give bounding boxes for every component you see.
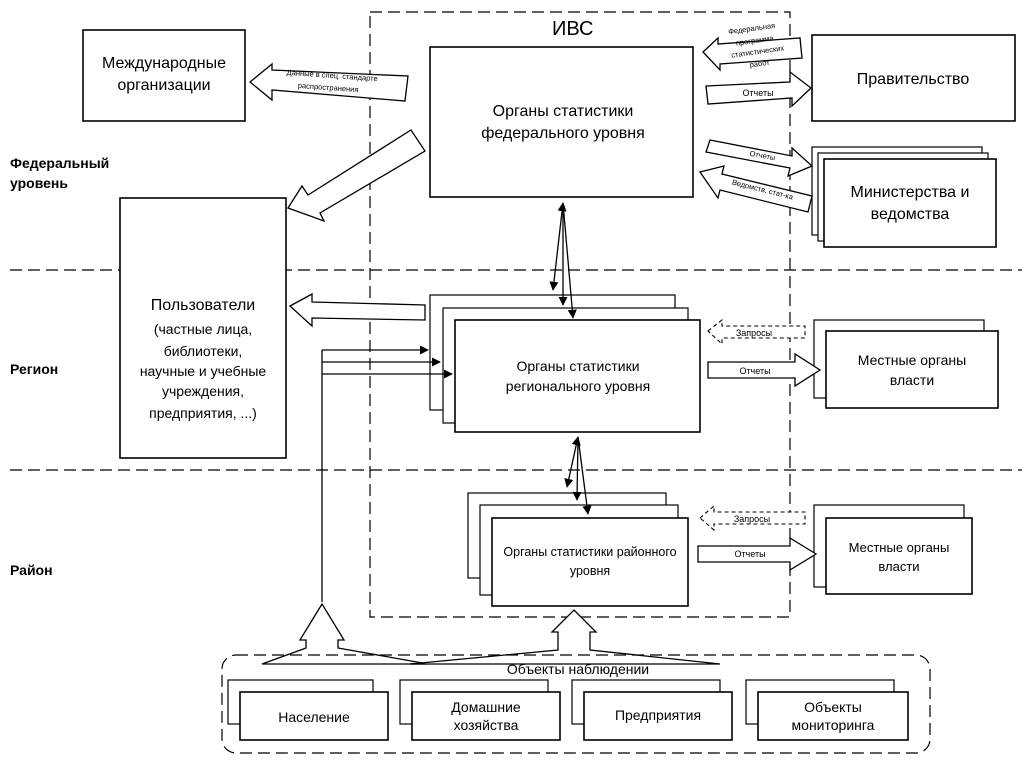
users-label-1: Пользователи xyxy=(151,297,255,314)
local-gov-region-label-2: власти xyxy=(890,372,934,388)
district-stat-label-1: Органы статистики районного xyxy=(503,545,676,559)
regional-district-exchange-arrows xyxy=(564,436,592,515)
international-label-1: Международные xyxy=(102,55,226,72)
monitoring-label-2: мониторинга xyxy=(792,717,875,733)
ministries-reports-arrow: Отчеты xyxy=(705,139,814,178)
intl-data-label-2: распространения xyxy=(298,81,359,94)
population-box: Население xyxy=(227,679,389,741)
regional-stat-label-1: Органы статистики xyxy=(516,358,639,374)
region-reports-arrow: Отчеты xyxy=(707,352,822,388)
users-label-2: (частные лица, xyxy=(154,321,252,337)
regional-stat-label-2: регионального уровня xyxy=(506,378,650,394)
households-box: Домашние хозяйства xyxy=(399,679,561,741)
households-label-1: Домашние xyxy=(451,699,521,715)
level-district: Район xyxy=(10,562,53,578)
observation-to-users-arrow xyxy=(261,602,429,665)
region-requests-arrow: Запросы xyxy=(707,318,806,346)
population-label: Население xyxy=(278,709,350,725)
local-government-region-box: Местные органы власти xyxy=(813,319,999,409)
regional-statistics-box: Органы статистики регионального уровня xyxy=(429,294,701,433)
enterprises-label: Предприятия xyxy=(615,707,701,723)
ministries-reports-label: Отчеты xyxy=(749,149,776,162)
district-statistics-box: Органы статистики районного уровня xyxy=(467,492,689,607)
government-box: Правительство xyxy=(811,34,1016,122)
observation-title: Объекты наблюдении xyxy=(507,661,649,677)
observation-to-district-arrow xyxy=(409,609,721,665)
users-label-4: научные и учебные xyxy=(140,363,267,379)
level-federal-line2: уровень xyxy=(10,175,68,191)
district-stat-label-2: уровня xyxy=(570,564,610,578)
level-federal-line1: Федеральный xyxy=(10,155,109,171)
region-requests-label: Запросы xyxy=(736,328,772,338)
users-label-5: учреждения, xyxy=(162,383,244,399)
federal-to-users-arrow xyxy=(287,129,426,223)
federal-stat-label-2: федерального уровня xyxy=(481,125,645,142)
federal-regional-exchange-arrows xyxy=(549,202,577,319)
local-gov-region-label-1: Местные органы xyxy=(858,352,966,368)
households-label-2: хозяйства xyxy=(454,717,519,733)
government-label: Правительство xyxy=(857,71,970,88)
international-organizations-box: Международные организации xyxy=(82,29,246,122)
government-program-arrow: Федеральная программа статистических раб… xyxy=(702,21,803,72)
federal-stat-label-1: Органы статистики xyxy=(493,103,634,120)
local-gov-district-label-2: власти xyxy=(878,559,919,574)
international-label-2: организации xyxy=(117,77,210,94)
gov-program-label-4: работ xyxy=(749,58,771,70)
ivs-label: ИВС xyxy=(552,18,594,40)
federal-to-international-arrow: Данные в спец. стандарте распространения xyxy=(248,62,409,102)
population-to-regional-lines xyxy=(321,345,453,602)
level-region: Регион xyxy=(10,361,58,377)
government-reports-arrow: Отчеты xyxy=(705,70,813,108)
ministries-label-2: ведомства xyxy=(871,206,950,223)
monitoring-objects-box: Объекты мониторинга xyxy=(745,679,909,741)
regional-to-users-arrow xyxy=(288,292,426,328)
users-label-3: библиотеки, xyxy=(164,343,243,359)
region-reports-label: Отчеты xyxy=(739,366,770,376)
district-requests-label: Запросы xyxy=(734,514,770,524)
monitoring-label-1: Объекты xyxy=(804,699,862,715)
enterprises-box: Предприятия xyxy=(571,679,733,741)
observation-container xyxy=(221,654,931,754)
district-reports-label: Отчеты xyxy=(734,549,765,559)
users-box: Пользователи (частные лица, библиотеки, … xyxy=(119,197,287,459)
local-gov-district-label-1: Местные органы xyxy=(849,540,950,555)
federal-statistics-box: Органы статистики федерального уровня xyxy=(429,46,694,198)
gov-reports-label: Отчеты xyxy=(742,88,773,98)
ministries-label-1: Министерства и xyxy=(851,184,970,201)
ministries-box: Министерства и ведомства xyxy=(811,146,997,248)
district-requests-arrow: Запросы xyxy=(699,504,806,532)
district-reports-arrow: Отчеты xyxy=(697,536,818,572)
local-government-district-box: Местные органы власти xyxy=(813,504,973,595)
users-label-6: предприятия, ...) xyxy=(149,405,257,421)
